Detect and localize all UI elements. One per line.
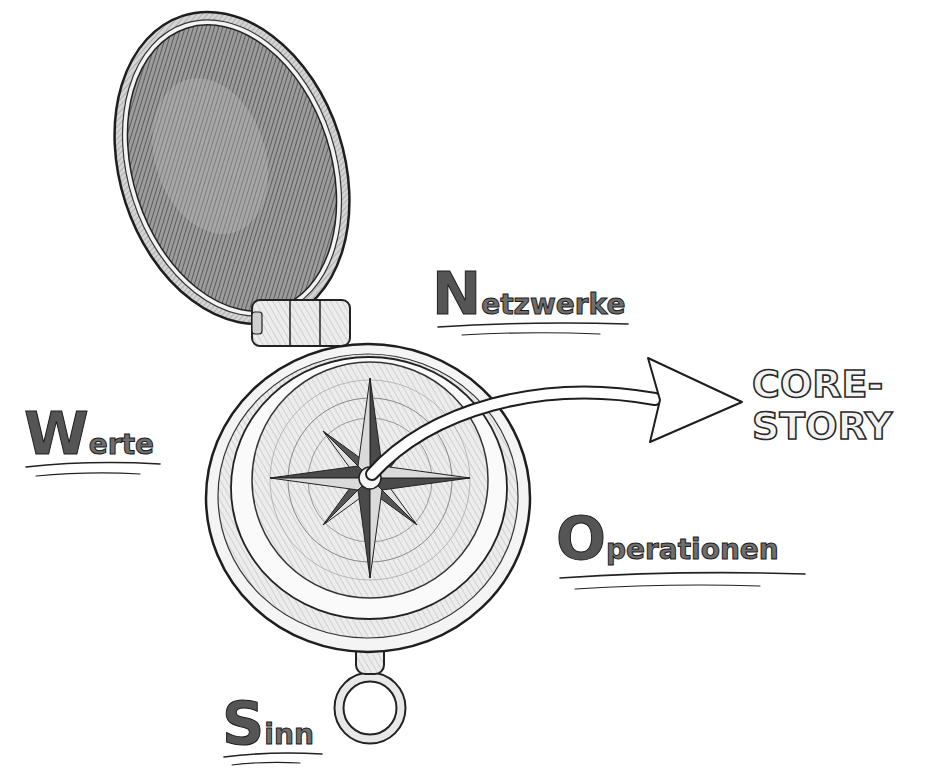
core-story-label: CORE- STORY <box>752 364 892 448</box>
compass-lid <box>76 0 388 355</box>
label-underlines-part <box>575 585 760 589</box>
compass-body-part <box>218 354 518 638</box>
compass-lid-part <box>133 63 287 249</box>
label-underlines <box>26 323 805 765</box>
pointer-arrow <box>372 358 742 474</box>
compass-rose-part <box>370 478 470 490</box>
compass-ring-part <box>339 677 401 739</box>
compass-ring <box>339 640 401 739</box>
compass-hinge <box>252 300 350 346</box>
direction-label: Netzwerke <box>432 265 625 324</box>
label-underlines-part <box>232 762 300 765</box>
compass-rose-part <box>358 378 370 478</box>
label-underlines-part <box>36 473 140 476</box>
compass-lid-part <box>76 0 388 355</box>
compass-ring-part <box>339 677 401 739</box>
compass-rose-part <box>358 478 370 578</box>
compass-lid-part <box>86 0 378 345</box>
compass-lid-part <box>92 0 371 338</box>
compass-hinge-part <box>252 300 350 346</box>
label-underlines-part <box>560 573 805 578</box>
direction-label: Operationen <box>556 510 779 569</box>
direction-label: Sinn <box>222 695 314 754</box>
compass-hinge-part <box>319 301 321 345</box>
compass-body <box>206 344 530 652</box>
compass-body-part <box>206 344 530 652</box>
pointer-arrow-part <box>372 393 655 474</box>
compass-rose-part <box>270 478 370 490</box>
label-underlines-part <box>462 333 600 335</box>
compass-body-part <box>231 357 507 619</box>
pointer-arrow-part <box>372 393 655 474</box>
compass-rose-part <box>370 478 382 578</box>
pointer-arrow-part <box>648 358 742 442</box>
compass-rose-part <box>270 466 370 478</box>
compass-hinge-part <box>289 301 291 345</box>
compass-hinge-part <box>252 312 262 334</box>
direction-label: Werte <box>24 405 154 464</box>
